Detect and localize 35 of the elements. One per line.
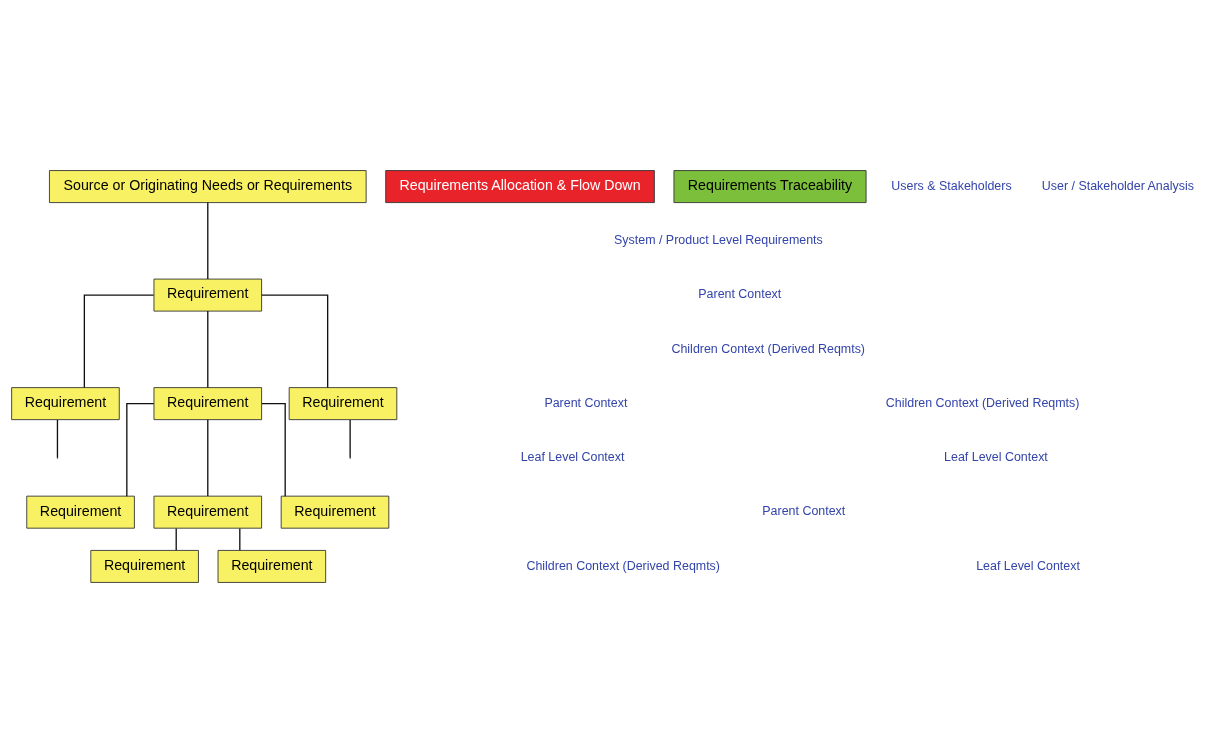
label: System / Product Level Requirements xyxy=(614,233,823,248)
label: Children Context (Derived Reqmts) xyxy=(671,341,866,356)
connector xyxy=(239,527,241,551)
connector xyxy=(207,419,209,497)
node-box: Requirement xyxy=(153,278,263,312)
connector xyxy=(207,310,209,389)
connector xyxy=(56,419,59,458)
label: Parent Context xyxy=(698,287,782,302)
label: Leaf Level Context xyxy=(944,450,1048,465)
label: Parent Context xyxy=(762,504,846,519)
connector xyxy=(126,402,155,497)
connector xyxy=(261,402,286,497)
node-box: Requirement xyxy=(11,387,120,421)
node-box: Source or Originating Needs or Requirements xyxy=(49,170,367,204)
label: Children Context (Derived Reqmts) xyxy=(526,558,720,573)
node-box: Requirement xyxy=(217,549,327,583)
node-box: Requirement xyxy=(280,495,390,529)
node-box: Requirement xyxy=(90,549,199,583)
node-box: Requirement xyxy=(26,495,135,529)
node-box: Requirements Allocation & Flow Down xyxy=(385,170,655,204)
label: Parent Context xyxy=(544,395,628,410)
connector xyxy=(83,294,155,389)
label: User / Stakeholder Analysis xyxy=(1041,178,1194,193)
node-box: Requirement xyxy=(153,387,263,421)
connector xyxy=(175,527,177,551)
label: Users & Stakeholders xyxy=(891,178,1012,193)
connector xyxy=(261,294,329,389)
node-box: Requirements Traceability xyxy=(673,170,867,204)
label: Leaf Level Context xyxy=(976,558,1080,573)
node-box: Requirement xyxy=(153,495,263,529)
node-box: Requirement xyxy=(288,387,398,421)
label: Leaf Level Context xyxy=(520,450,625,465)
label: Children Context (Derived Reqmts) xyxy=(885,395,1080,410)
connector xyxy=(349,419,351,458)
connector xyxy=(207,201,209,280)
